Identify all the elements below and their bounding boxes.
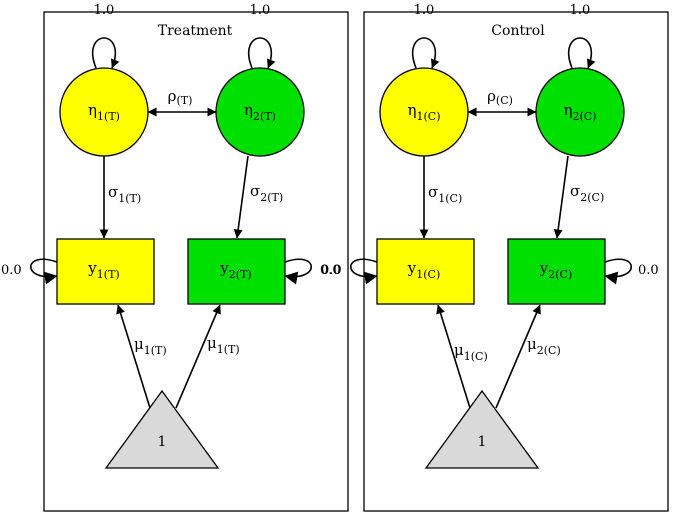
- eta1-variance-value: 1.0: [414, 3, 435, 18]
- y2-residual-value: 0.0: [320, 263, 341, 278]
- eta2-variance-value: 1.0: [250, 3, 271, 18]
- group-title: Treatment: [158, 23, 233, 39]
- eta2-variance-value: 1.0: [570, 3, 591, 18]
- mu2-mean-arrow: [175, 304, 221, 409]
- mu1-mean-arrow: [116, 304, 151, 409]
- group-frame: [363, 11, 669, 512]
- y1-label: y1(C): [407, 259, 440, 281]
- y1-residual-loop: [350, 258, 378, 285]
- eta1-label: η1(T): [88, 101, 120, 123]
- y2-residual-value: 0.0: [638, 263, 659, 278]
- y2-observed-node: [187, 238, 286, 305]
- rho-label: ρ(T): [168, 87, 193, 107]
- sigma2-loading-arrow: [553, 155, 569, 239]
- y1-observed-node: [376, 238, 475, 305]
- mu1-mean-arrow: [436, 304, 471, 409]
- eta1-variance-loop: [411, 37, 440, 69]
- sigma1-label: σ1(C): [428, 183, 462, 205]
- mu1-label: μ1(T): [134, 335, 167, 357]
- y2-residual-loop: [604, 258, 632, 285]
- y2-residual-loop: [284, 258, 312, 285]
- group-panel-treatment: Treatment 1.0 1.0 η1(T) η2(T) ρ(T) σ1(T)…: [1, 3, 349, 512]
- group-panel-control: Control 1.0 1.0 η1(C) η2(C) ρ(C) σ1(C) σ…: [321, 3, 669, 512]
- eta2-label: η2(T): [244, 101, 276, 123]
- y1-residual-value: 0.0: [1, 263, 22, 278]
- sigma2-label: σ2(T): [250, 182, 283, 204]
- mu2-label: μ1(T): [207, 334, 240, 356]
- eta1-label: η1(C): [408, 101, 441, 123]
- eta1-variance-value: 1.0: [94, 3, 115, 18]
- rho-label: ρ(C): [487, 87, 513, 107]
- constant-label: 1: [478, 434, 487, 450]
- y1-residual-loop: [30, 258, 58, 285]
- eta2-variance-loop: [567, 37, 596, 69]
- group-frame: [43, 11, 349, 512]
- eta1-variance-loop: [91, 37, 120, 69]
- constant-label: 1: [158, 434, 167, 450]
- eta2-label: η2(C): [564, 101, 597, 123]
- sigma1-label: σ1(T): [108, 183, 141, 205]
- constant-node: [104, 389, 220, 469]
- y2-observed-node: [507, 238, 606, 305]
- y2-label: y2(T): [219, 259, 251, 281]
- mu2-label: μ2(C): [527, 335, 561, 357]
- y1-observed-node: [56, 238, 155, 305]
- y2-label: y2(C): [539, 259, 572, 281]
- group-title: Control: [491, 23, 545, 39]
- mu1-label: μ1(C): [454, 341, 488, 363]
- sigma2-label: σ2(C): [570, 182, 604, 204]
- y1-residual-value: 0.0: [321, 263, 342, 278]
- sigma2-loading-arrow: [233, 155, 249, 239]
- constant-node: [424, 389, 540, 469]
- y1-label: y1(T): [87, 259, 119, 281]
- eta2-variance-loop: [247, 37, 276, 69]
- mu2-mean-arrow: [495, 304, 541, 409]
